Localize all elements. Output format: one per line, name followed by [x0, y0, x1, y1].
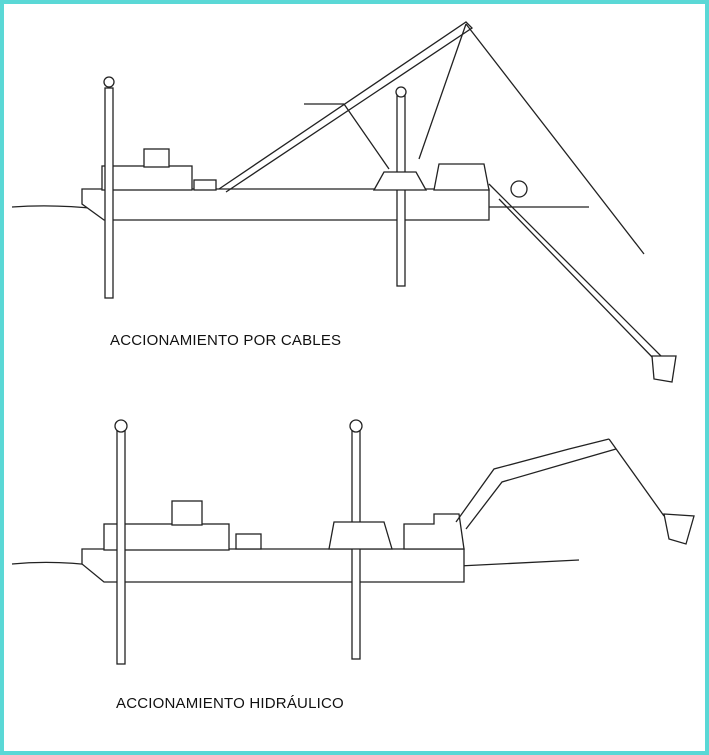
hydraulic-dredger-drawing — [11, 419, 695, 665]
wheelhouse — [143, 148, 170, 168]
crane-house — [433, 163, 490, 191]
gantry-cables — [418, 23, 645, 255]
cable-dredger-drawing — [11, 21, 677, 383]
winch — [193, 179, 217, 191]
excavator-house — [403, 513, 465, 550]
deckhouse — [101, 165, 193, 191]
spud-top-4 — [349, 419, 363, 433]
boom-strut — [304, 103, 390, 170]
spud-top-2 — [395, 86, 407, 98]
spud-pole-2 — [396, 95, 406, 287]
excavator-stick — [608, 438, 665, 517]
spud-housing-2 — [328, 521, 393, 550]
main-boom — [218, 21, 474, 193]
pontoon-hull-2 — [81, 548, 465, 583]
spud-pole-1 — [104, 87, 114, 299]
spud-top-1 — [103, 76, 115, 88]
bucket — [651, 355, 677, 383]
dredger-drawings — [11, 21, 695, 665]
sheave — [510, 180, 528, 198]
caption-hydraulic-operation: ACCIONAMIENTO HIDRÁULICO — [116, 695, 344, 712]
winch-2 — [235, 533, 262, 550]
excavator-bucket — [663, 513, 695, 545]
ladder-arm — [488, 183, 670, 365]
spud-pole-3 — [116, 428, 126, 665]
spud-housing — [372, 171, 428, 191]
pontoon-hull — [81, 188, 490, 221]
caption-cable-operation: ACCIONAMIENTO POR CABLES — [110, 332, 342, 349]
water-line-right-2 — [458, 559, 580, 567]
spud-top-3 — [114, 419, 128, 433]
wheelhouse-2 — [171, 500, 203, 526]
excavator-boom — [455, 438, 617, 530]
